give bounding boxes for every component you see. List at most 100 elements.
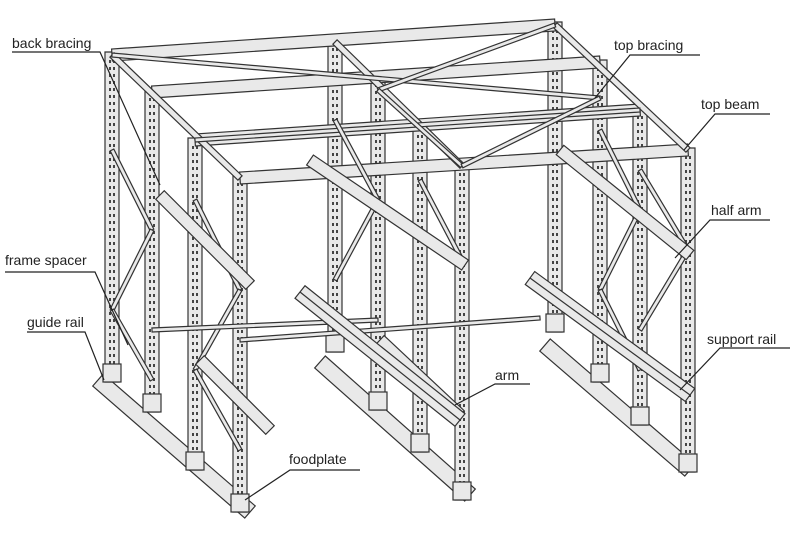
upright-hole: [552, 79, 554, 82]
upright-hole: [241, 302, 243, 305]
upright-hole: [332, 146, 334, 149]
upright-hole: [196, 216, 198, 219]
label-frame-spacer: frame spacer: [5, 252, 87, 268]
upright-hole: [375, 287, 377, 290]
bracing: [109, 22, 691, 452]
upright-hole: [685, 429, 687, 432]
upright-hole: [463, 250, 465, 253]
upright-hole: [196, 349, 198, 352]
upright-hole: [375, 182, 377, 185]
upright-hole: [332, 139, 334, 142]
upright-hole: [153, 280, 155, 283]
leader-line: [679, 347, 790, 391]
upright-hole: [332, 188, 334, 191]
upright-hole: [113, 228, 115, 231]
upright-hole: [192, 321, 194, 324]
upright-hole: [192, 419, 194, 422]
upright-hole: [556, 51, 558, 54]
upright-hole: [113, 340, 115, 343]
upright-hole: [237, 428, 239, 431]
upright-hole: [153, 266, 155, 269]
upright-hole: [109, 151, 111, 154]
upright-hole: [237, 456, 239, 459]
upright-hole: [556, 275, 558, 278]
upright-hole: [375, 105, 377, 108]
upright-hole: [375, 385, 377, 388]
upright-hole: [237, 470, 239, 473]
upright-hole: [149, 119, 151, 122]
upright-hole: [332, 216, 334, 219]
upright-hole: [192, 335, 194, 338]
upright-hole: [149, 98, 151, 101]
upright-hole: [113, 326, 115, 329]
upright-hole: [459, 425, 461, 428]
upright-hole: [379, 161, 381, 164]
upright-hole: [556, 100, 558, 103]
upright-hole: [332, 62, 334, 65]
upright-hole: [597, 166, 599, 169]
upright-hole: [685, 450, 687, 453]
upright-hole: [196, 209, 198, 212]
upright-hole: [149, 210, 151, 213]
upright-hole: [685, 359, 687, 362]
upright-hole: [113, 165, 115, 168]
upright-hole: [192, 209, 194, 212]
upright-hole: [332, 328, 334, 331]
upright-hole: [689, 191, 691, 194]
upright-hole: [149, 140, 151, 143]
upright-hole: [332, 118, 334, 121]
upright-hole: [149, 154, 151, 157]
upright-hole: [109, 235, 111, 238]
upright-hole: [149, 322, 151, 325]
upright-hole: [237, 190, 239, 193]
upright-hole: [601, 271, 603, 274]
upright-hole: [336, 202, 338, 205]
upright-hole: [689, 268, 691, 271]
upright-hole: [597, 313, 599, 316]
upright-hole: [421, 289, 423, 292]
upright-hole: [379, 147, 381, 150]
upright-hole: [241, 204, 243, 207]
upright-hole: [241, 211, 243, 214]
upright-hole: [113, 109, 115, 112]
upright-hole: [113, 333, 115, 336]
upright-hole: [109, 137, 111, 140]
upright-hole: [556, 177, 558, 180]
upright-hole: [109, 333, 111, 336]
upright-hole: [237, 421, 239, 424]
upright-hole: [689, 408, 691, 411]
upright-hole: [379, 252, 381, 255]
upright-hole: [375, 147, 377, 150]
upright-hole: [417, 198, 419, 201]
upright-hole: [109, 354, 111, 357]
upright-hole: [379, 140, 381, 143]
upright-hole: [375, 364, 377, 367]
upright-hole: [109, 109, 111, 112]
upright-hole: [459, 278, 461, 281]
upright-hole: [597, 306, 599, 309]
upright-hole: [336, 209, 338, 212]
upright-hole: [689, 415, 691, 418]
upright-hole: [597, 201, 599, 204]
upright-hole: [149, 364, 151, 367]
upright-hole: [463, 460, 465, 463]
frame-spacer: [151, 317, 379, 333]
upright-hole: [459, 341, 461, 344]
upright-hole: [192, 202, 194, 205]
upright-hole: [421, 310, 423, 313]
upright-hole: [463, 453, 465, 456]
upright-hole: [237, 218, 239, 221]
upright-hole: [375, 336, 377, 339]
upright-hole: [459, 285, 461, 288]
upright-hole: [689, 177, 691, 180]
upright-hole: [153, 287, 155, 290]
upright-hole: [237, 316, 239, 319]
upright-hole: [336, 244, 338, 247]
upright-hole: [336, 139, 338, 142]
upright-hole: [241, 358, 243, 361]
upright-hole: [421, 142, 423, 145]
upright-hole: [689, 233, 691, 236]
upright-hole: [685, 156, 687, 159]
upright-hole: [685, 324, 687, 327]
upright-hole: [556, 79, 558, 82]
